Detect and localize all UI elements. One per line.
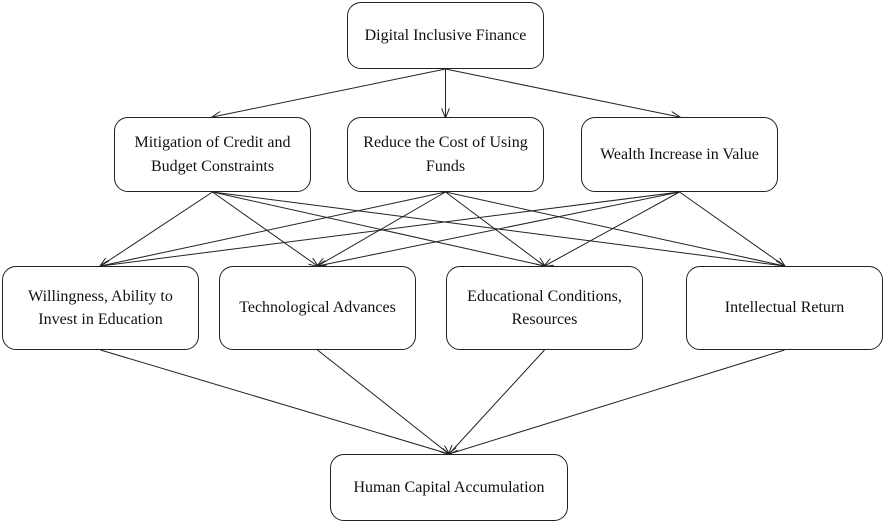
arrow-credit-to-willingness: [101, 191, 213, 266]
node-intellectual-return: Intellectual Return: [686, 266, 883, 350]
arrow-intel-to-hca: [449, 349, 785, 454]
arrow-cost-to-tech: [318, 191, 446, 266]
node-human-capital-accumulation: Human Capital Accumulation: [330, 454, 568, 521]
node-label-technological-advances: Technological Advances: [239, 299, 396, 317]
node-label-willingness-ability: Willingness, Ability to Invest in Educat…: [28, 287, 173, 328]
node-reduce-cost-of-funds: Reduce the Cost of Using Funds: [347, 117, 544, 192]
node-educational-conditions: Educational Conditions, Resources: [446, 266, 643, 350]
node-label-mitigation-of-credit: Mitigation of Credit and Budget Constrai…: [134, 134, 291, 175]
node-willingness-ability: Willingness, Ability to Invest in Educat…: [2, 266, 199, 350]
arrow-credit-to-edu: [212, 191, 545, 266]
edge-layer: [100, 68, 785, 454]
node-label-wealth-increase: Wealth Increase in Value: [600, 145, 759, 163]
arrow-wealth-to-edu: [545, 191, 680, 266]
arrow-dif-to-wealth: [445, 68, 680, 117]
arrow-wealth-to-intel: [679, 191, 785, 266]
node-digital-inclusive-finance: Digital Inclusive Finance: [347, 2, 544, 69]
arrow-cost-to-intel: [445, 191, 785, 266]
arrow-wealth-to-tech: [318, 191, 680, 266]
arrow-willingness-to-hca: [100, 349, 450, 454]
arrow-credit-to-tech: [212, 191, 318, 266]
node-label-reduce-cost-of-funds: Reduce the Cost of Using Funds: [363, 134, 528, 175]
arrow-cost-to-willingness: [101, 191, 446, 266]
node-label-educational-conditions: Educational Conditions, Resources: [467, 287, 622, 328]
node-label-human-capital-accumulation: Human Capital Accumulation: [353, 478, 545, 496]
arrow-cost-to-edu: [445, 191, 545, 266]
arrow-dif-to-credit: [213, 68, 446, 117]
arrow-wealth-to-willingness: [101, 191, 680, 266]
node-wealth-increase: Wealth Increase in Value: [581, 117, 778, 192]
node-label-digital-inclusive-finance: Digital Inclusive Finance: [364, 26, 527, 44]
arrow-edu-to-hca: [449, 349, 545, 454]
node-label-intellectual-return: Intellectual Return: [724, 299, 845, 317]
arrow-tech-to-hca: [317, 349, 450, 454]
node-technological-advances: Technological Advances: [219, 266, 416, 350]
node-mitigation-of-credit: Mitigation of Credit and Budget Constrai…: [114, 117, 311, 192]
